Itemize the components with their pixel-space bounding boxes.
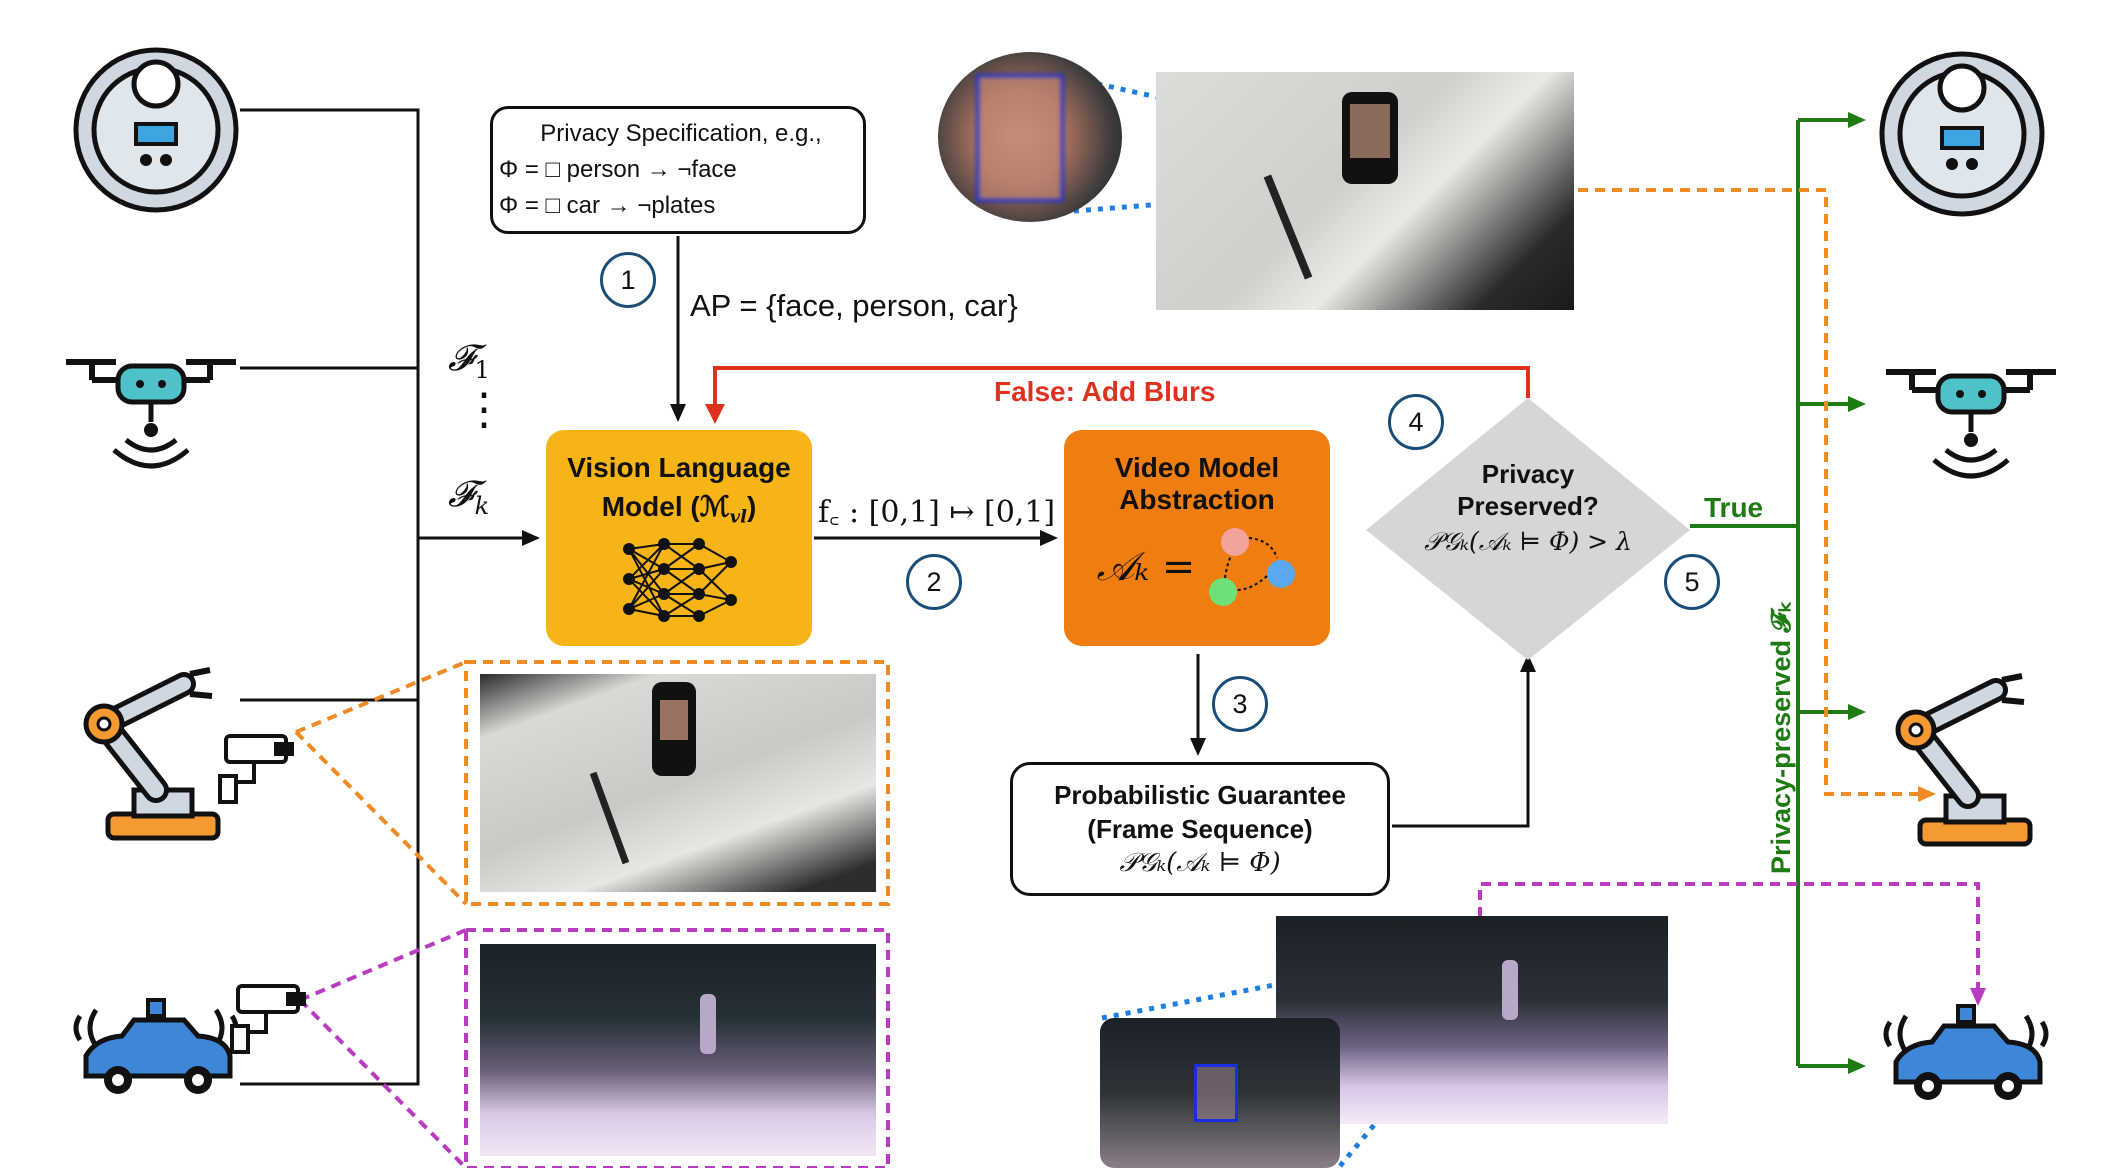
frame-ellipsis: ⋮ [462, 385, 506, 434]
step-4-marker: 4 [1388, 394, 1444, 450]
bottom-camera-frame [1276, 916, 1668, 1124]
privacy-specification-box: Privacy Specification, e.g., Φ = □ perso… [490, 106, 866, 234]
automaton-icon [1209, 528, 1296, 606]
zoomed-blurred-person [1100, 1018, 1340, 1168]
security-camera-icon [218, 734, 294, 804]
guarantee-title-line1: Probabilistic Guarantee [1054, 780, 1346, 810]
vma-formula-row: 𝒜ₖ = [1097, 524, 1298, 610]
security-camera-icon [230, 984, 306, 1054]
decision-label: Privacy Preserved? 𝒫𝒢ₖ(𝒜ₖ ⊨ Φ) > λ [1380, 448, 1676, 568]
robot-vacuum-icon [1879, 51, 2045, 217]
spec-title: Privacy Specification, e.g., [540, 120, 822, 147]
decision-title-line1: Privacy [1481, 459, 1575, 489]
neural-network-icon [623, 537, 737, 622]
guarantee-title-line2: (Frame Sequence) [1087, 814, 1313, 844]
robot-arm-camera-frame [480, 674, 876, 892]
step-1-marker: 1 [600, 252, 656, 308]
video-model-abstraction-box: Video Model Abstraction 𝒜ₖ = [1064, 430, 1330, 646]
robot-arm-icon [1895, 673, 2033, 847]
robot-vacuum-icon [73, 47, 239, 213]
robot-arm-icon [83, 667, 221, 841]
input-collector-lines [240, 108, 540, 1086]
vlm-title-line2: Model (ℳvl) [601, 491, 757, 528]
top-camera-frame [1156, 72, 1574, 310]
frame-f1-label: 𝓕1 [448, 338, 490, 385]
true-branch-label: True [1704, 492, 1764, 523]
true-output-lines [1690, 112, 1866, 1074]
guarantee-to-decision-arrow [1392, 654, 1536, 828]
probabilistic-guarantee-box: Probabilistic Guarantee (Frame Sequence)… [1010, 762, 1390, 896]
vision-language-model-box: Vision Language Model (ℳvl) [546, 430, 812, 646]
false-loop-arrow [705, 366, 1530, 424]
vma-title-line1: Video Model [1114, 452, 1280, 483]
step-5-marker: 5 [1664, 554, 1720, 610]
vma-title-line2: Abstraction [1119, 484, 1275, 515]
spec-line-person: Φ = □ person → ¬face [499, 156, 737, 183]
false-branch-label: False: Add Blurs [994, 376, 1216, 407]
confidence-function-label: f꜀ : [0,1] ↦ [0,1] [818, 495, 1056, 530]
vma-formula: 𝒜ₖ = [1096, 544, 1196, 590]
frame-fk-label: 𝓕k [448, 474, 490, 521]
car-camera-frame [480, 944, 876, 1156]
step-3-marker: 3 [1212, 676, 1268, 732]
atomic-propositions-label: AP = {face, person, car} [690, 288, 1018, 323]
orange-dashed-links [294, 188, 1936, 906]
magenta-dashed-links [298, 882, 1986, 1168]
autonomous-car-icon [73, 998, 239, 1094]
step-2-marker: 2 [906, 554, 962, 610]
autonomous-car-icon [1883, 1004, 2049, 1100]
privacy-preserved-frames-label: Privacy-preserved 𝓕ₖ [1766, 600, 1796, 874]
guarantee-formula: 𝒫𝒢ₖ(𝒜ₖ ⊨ Φ) [1119, 848, 1281, 878]
drone-icon [66, 359, 236, 469]
decision-formula: 𝒫𝒢ₖ(𝒜ₖ ⊨ Φ) > λ [1424, 527, 1632, 556]
spec-line-car: Φ = □ car → ¬plates [499, 192, 716, 219]
decision-title-line2: Preserved? [1457, 491, 1599, 521]
vlm-title-line1: Vision Language [567, 452, 791, 483]
zoomed-blurred-face [938, 52, 1122, 222]
drone-icon [1886, 369, 2056, 479]
decision-diamond [1366, 398, 1690, 660]
